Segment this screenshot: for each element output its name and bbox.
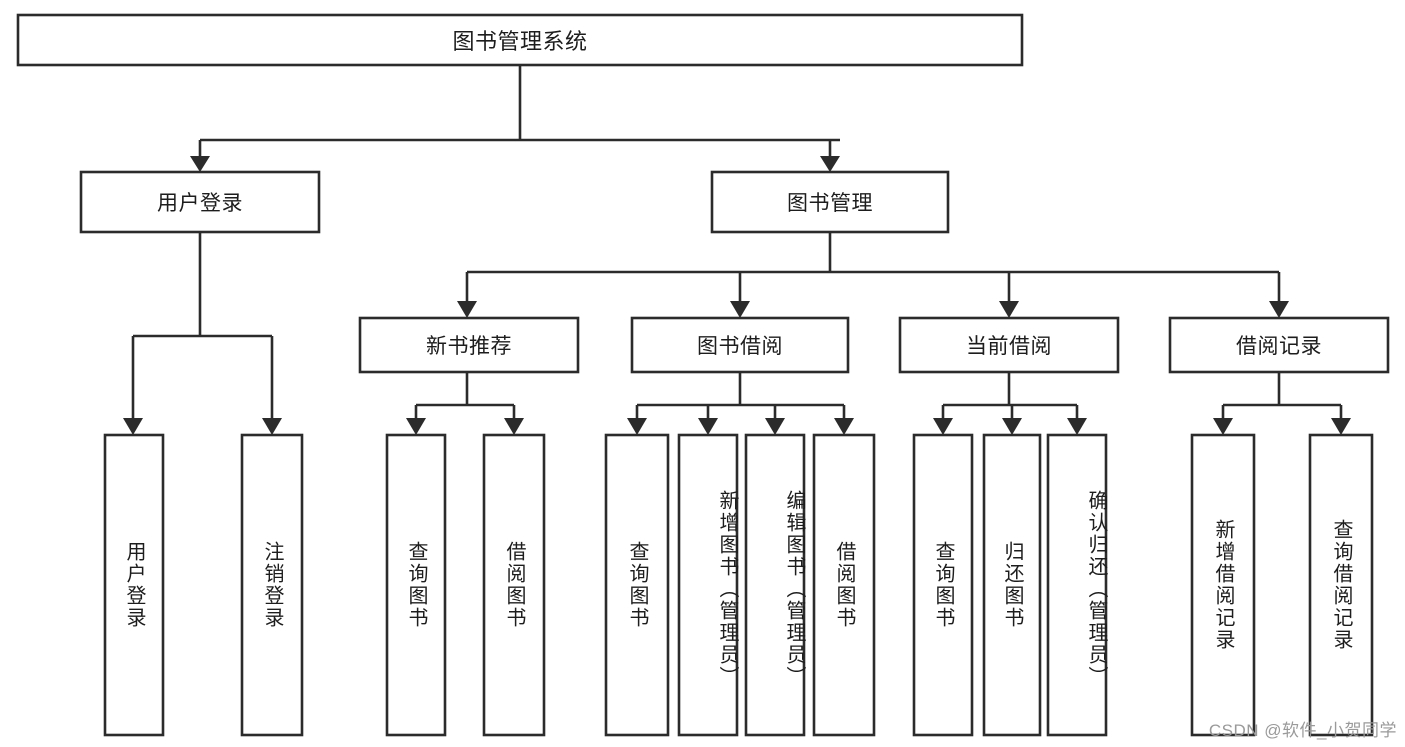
node-box-book-manage[interactable] xyxy=(710,170,950,234)
node-box-leaf-logout[interactable] xyxy=(240,433,304,737)
node-box-root[interactable] xyxy=(16,13,1024,67)
connector-newbook-to-leaves xyxy=(406,372,524,435)
node-box-current-borrow[interactable] xyxy=(898,316,1120,374)
node-box-leaf-borrow-book-1[interactable] xyxy=(482,433,546,737)
node-box-book-borrow[interactable] xyxy=(630,316,850,374)
connector-bookmanage-to-level2 xyxy=(457,232,1289,318)
node-box-leaf-user-login[interactable] xyxy=(103,433,165,737)
node-box-leaf-return-book[interactable] xyxy=(982,433,1042,737)
node-box-leaf-add-record[interactable] xyxy=(1190,433,1256,737)
node-box-leaf-query-book-2[interactable] xyxy=(604,433,670,737)
node-box-leaf-query-book-1[interactable] xyxy=(385,433,447,737)
node-box-leaf-edit-book[interactable] xyxy=(744,433,806,737)
node-box-leaf-borrow-book-2[interactable] xyxy=(812,433,876,737)
connector-root-to-level1 xyxy=(190,65,840,172)
node-box-new-book-recommend[interactable] xyxy=(358,316,580,374)
connector-currentborrow-to-leaves xyxy=(933,372,1087,435)
connector-borrowrecord-to-leaves xyxy=(1213,372,1351,435)
node-box-borrow-record[interactable] xyxy=(1168,316,1390,374)
node-box-leaf-query-record[interactable] xyxy=(1308,433,1374,737)
node-box-leaf-confirm-return[interactable] xyxy=(1046,433,1108,737)
node-box-leaf-add-book[interactable] xyxy=(677,433,739,737)
node-box-user-login[interactable] xyxy=(79,170,321,234)
connector-userlogin-to-leaves xyxy=(123,232,282,435)
watermark-text: CSDN @软件_小贺同学 xyxy=(1208,721,1397,740)
node-box-leaf-query-book-3[interactable] xyxy=(912,433,974,737)
connector-bookborrow-to-leaves xyxy=(627,372,854,435)
